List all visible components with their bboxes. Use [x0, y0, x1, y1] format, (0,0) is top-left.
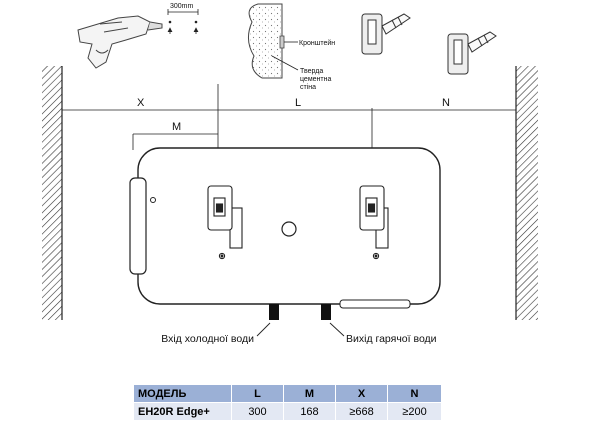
table-header-row: МОДЕЛЬ L M X N	[133, 384, 442, 403]
water-heater-body	[129, 147, 441, 309]
left-wall	[42, 66, 63, 320]
wall-label-line3: стіна	[300, 83, 316, 91]
header-x: X	[335, 384, 388, 403]
cell-model: EH20R Edge+	[133, 402, 232, 421]
drill-illustration	[77, 15, 163, 69]
model-spec-table: МОДЕЛЬ L M X N EH20R Edge+ 300 168 ≥668 …	[133, 384, 442, 421]
hole-spacing-detail: 300mm	[167, 3, 199, 34]
dimension-n-label: N	[442, 97, 450, 109]
dimension-x-label: X	[137, 97, 145, 109]
bracket-bolt-illustration-1	[361, 13, 411, 55]
left-mount-bracket	[207, 185, 243, 260]
wall-label-line2: цементна	[300, 76, 331, 83]
cold-water-pipe	[269, 304, 279, 320]
cell-x: ≥668	[335, 402, 388, 421]
cold-water-inlet-label: Вхід холодної води	[161, 333, 254, 345]
wall-label-line1: Тверда	[300, 68, 323, 75]
installation-diagram: 300mm Кронштейн Тверда цементна стіна	[42, 3, 538, 345]
wall-bracket-section: Кронштейн Тверда цементна стіна	[248, 3, 335, 91]
bracket-bolt-illustration-2	[447, 31, 497, 75]
dimension-m-label: M	[172, 121, 181, 133]
spacing-label: 300mm	[170, 3, 194, 10]
header-model: МОДЕЛЬ	[133, 384, 232, 403]
right-wall	[515, 66, 538, 320]
bracket-label: Кронштейн	[299, 39, 335, 47]
header-m: M	[283, 384, 336, 403]
right-mount-bracket	[359, 185, 389, 260]
header-l: L	[231, 384, 284, 403]
dimension-l-label: L	[295, 97, 301, 109]
cell-m: 168	[283, 402, 336, 421]
hot-water-outlet-label: Вихід гарячої води	[346, 333, 437, 345]
cell-l: 300	[231, 402, 284, 421]
cell-n: ≥200	[387, 402, 442, 421]
header-n: N	[387, 384, 442, 403]
table-row: EH20R Edge+ 300 168 ≥668 ≥200	[133, 402, 442, 421]
hot-water-pipe	[321, 304, 331, 320]
